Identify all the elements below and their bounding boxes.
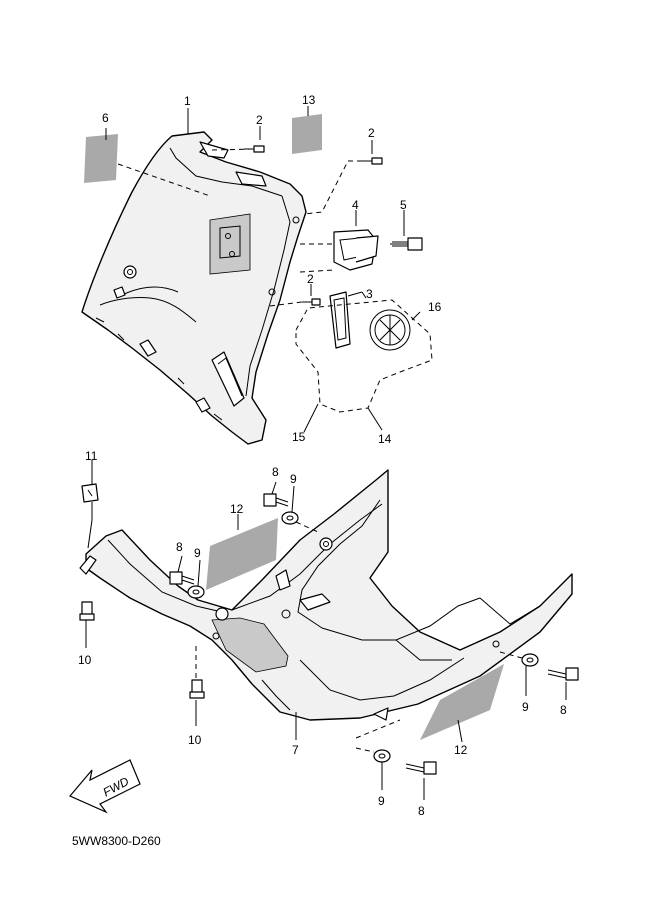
washer-part-9-c bbox=[499, 651, 539, 696]
emblem-part-16 bbox=[369, 309, 421, 351]
bolt-part-8-b bbox=[169, 555, 195, 585]
callout-9: 9 bbox=[290, 472, 297, 486]
screw-part-2-a bbox=[211, 126, 265, 153]
label-part-6 bbox=[84, 128, 211, 197]
bolt-part-8-a bbox=[263, 481, 289, 507]
bracket-part-3 bbox=[329, 291, 363, 349]
callout-9: 9 bbox=[378, 794, 385, 808]
label-part-12-b bbox=[420, 664, 504, 743]
callout-12: 12 bbox=[230, 502, 244, 516]
callout-12: 12 bbox=[454, 743, 468, 757]
callout-6: 6 bbox=[102, 111, 109, 125]
callout-2: 2 bbox=[256, 113, 263, 127]
callout-1: 1 bbox=[184, 94, 191, 108]
callout-13: 13 bbox=[302, 93, 316, 107]
callout-14: 14 bbox=[378, 432, 392, 446]
callout-8: 8 bbox=[272, 465, 279, 479]
callout-10: 10 bbox=[188, 733, 202, 747]
callout-9: 9 bbox=[194, 546, 201, 560]
fwd-arrow-icon: FWD bbox=[69, 759, 141, 814]
callout-4: 4 bbox=[352, 198, 359, 212]
bolt-part-5 bbox=[390, 210, 423, 251]
callout-2: 2 bbox=[307, 272, 314, 286]
callout-2: 2 bbox=[368, 126, 375, 140]
panel-part-14-15 bbox=[295, 299, 433, 433]
label-part-12-a bbox=[206, 514, 278, 590]
washer-part-9-d bbox=[355, 719, 401, 790]
leader-part-3 bbox=[361, 291, 367, 299]
callout-16: 16 bbox=[428, 300, 442, 314]
diagram-code: 5WW8300-D260 bbox=[72, 834, 161, 848]
screw-part-10-b bbox=[189, 646, 205, 726]
washer-part-9-a bbox=[281, 485, 319, 533]
callout-7: 7 bbox=[292, 743, 299, 757]
bolt-part-8-c bbox=[547, 667, 579, 700]
callout-8: 8 bbox=[176, 540, 183, 554]
nut-part-11 bbox=[81, 460, 99, 520]
screw-part-2-b bbox=[303, 140, 383, 215]
callout-10: 10 bbox=[78, 653, 92, 667]
screw-part-2-c bbox=[269, 284, 321, 307]
bolt-part-8-d bbox=[405, 761, 437, 800]
washer-part-9-b bbox=[187, 559, 205, 599]
callout-5: 5 bbox=[400, 198, 407, 212]
callout-3: 3 bbox=[366, 287, 373, 301]
footboard-part-7 bbox=[79, 469, 573, 721]
callout-8: 8 bbox=[418, 804, 425, 818]
bracket-part-4 bbox=[299, 210, 379, 273]
label-part-13 bbox=[292, 106, 322, 154]
callout-15: 15 bbox=[292, 430, 306, 444]
callout-8: 8 bbox=[560, 703, 567, 717]
callout-9: 9 bbox=[522, 700, 529, 714]
callout-11: 11 bbox=[85, 449, 98, 463]
screw-part-10-a bbox=[79, 601, 95, 648]
leg-shield-part-1 bbox=[81, 131, 307, 445]
